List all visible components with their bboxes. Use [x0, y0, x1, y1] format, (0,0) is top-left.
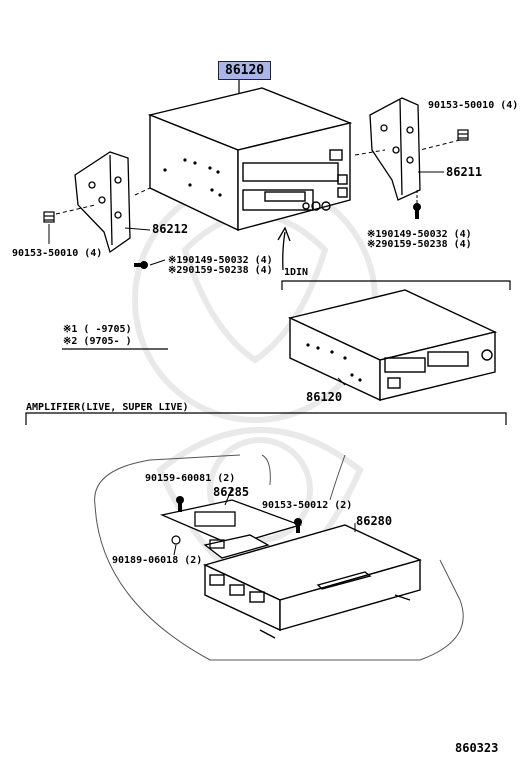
label-amplifier-86280[interactable]: 86280: [356, 514, 393, 528]
bracket-86212: [74, 151, 131, 254]
note-right-1: ※190149-50032 (4): [367, 229, 472, 240]
amplifier-header: AMPLIFIER(LIVE, SUPER LIVE): [26, 402, 189, 413]
page-code: 860323: [455, 741, 499, 755]
interior-outline: [94, 454, 464, 661]
amp-screw-right: [294, 518, 302, 533]
label-amp-clip[interactable]: 90189-06018 (2): [112, 555, 203, 566]
note-center-2: ※290159-50238 (4): [168, 265, 273, 276]
amp-screw-top: [176, 496, 184, 512]
label-amp-screw-top[interactable]: 90159-60081 (2): [145, 473, 236, 484]
label-amp-screw-right[interactable]: 90153-50012 (2): [262, 500, 353, 511]
radio-1din: [287, 289, 498, 402]
amplifier-86280: [203, 524, 422, 639]
label-radio-86120[interactable]: 86120: [306, 390, 343, 404]
arrow-up: [277, 226, 291, 271]
screw-left: [43, 211, 55, 223]
legend-note-2: ※2 (9705- ): [63, 336, 132, 347]
label-screw-right[interactable]: 90153-50010 (4): [428, 100, 519, 111]
screw-right-top: [457, 129, 469, 141]
label-1din: 1DIN: [284, 267, 309, 278]
din-bracket: [281, 280, 511, 290]
amp-bracket-86285: [159, 499, 303, 559]
screw-center: [134, 261, 148, 269]
note-center-1: ※190149-50032 (4): [168, 255, 273, 266]
label-bracket-86211[interactable]: 86211: [446, 165, 483, 179]
head-unit-2din: [147, 87, 353, 232]
label-bracket-86212[interactable]: 86212: [152, 222, 189, 236]
amp-clip: [171, 535, 181, 545]
label-screw-left[interactable]: 90153-50010 (4): [12, 248, 103, 259]
label-amp-bracket-86285[interactable]: 86285: [213, 485, 250, 499]
amplifier-bracket: [25, 412, 507, 425]
screw-right-bottom: [413, 203, 421, 219]
note-right-2: ※290159-50238 (4): [367, 239, 472, 250]
bracket-86211: [369, 97, 421, 201]
part-number-86120-highlight[interactable]: 86120: [218, 61, 272, 80]
legend-note-1: ※1 ( -9705): [63, 324, 132, 335]
